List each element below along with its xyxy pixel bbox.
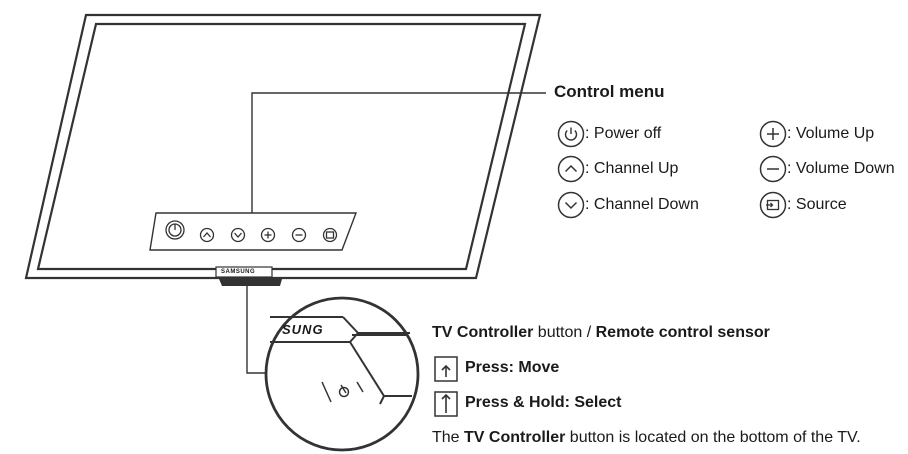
note-prefix: The [432, 429, 465, 446]
panel-source-icon [322, 227, 338, 243]
closeup-leader [246, 286, 268, 374]
legend-label-channel-up: : Channel Up [585, 160, 679, 177]
legend-label-volume-down: : Volume Down [787, 160, 895, 177]
channel-down-icon [557, 191, 585, 219]
tv-brand-label: SAMSUNG [221, 269, 256, 275]
panel-channel-down-icon [230, 227, 246, 243]
control-menu-title: Control menu [554, 82, 665, 101]
legend-label-power: : Power off [585, 125, 662, 142]
brand-tab [215, 266, 273, 278]
controller-heading: TV Controller button / Remote control se… [432, 323, 770, 343]
channel-up-icon [557, 155, 585, 183]
legend-label-volume-up: : Volume Up [787, 125, 875, 142]
controller-heading-mid: button / [533, 324, 596, 341]
legend-label-channel-down: : Channel Down [585, 196, 699, 213]
control-menu-leader [251, 92, 546, 213]
panel-channel-up-icon [199, 227, 215, 243]
panel-volume-down-icon [291, 227, 307, 243]
press-move-label: Press: Move [465, 359, 560, 376]
note-term: TV Controller [464, 429, 566, 446]
closeup-tv-corner [270, 316, 412, 405]
power-icon [557, 120, 585, 148]
tv-screen [36, 22, 527, 271]
controller-heading-sensor: Remote control sensor [595, 324, 770, 341]
legend-label-source: : Source [787, 196, 847, 213]
panel-volume-up-icon [260, 227, 276, 243]
closeup-circle [264, 296, 420, 452]
controller-location-note: The TV Controller button is located on t… [432, 428, 861, 448]
closeup-brand-label: SUNG [282, 322, 324, 337]
panel-power-icon [165, 220, 185, 240]
controller-heading-term: TV Controller [432, 324, 534, 341]
source-icon [759, 191, 787, 219]
sensor-block [219, 279, 282, 286]
volume-up-icon [759, 120, 787, 148]
press-hold-label: Press & Hold: Select [465, 394, 622, 411]
note-suffix: button is located on the bottom of the T… [565, 429, 861, 446]
press-hold-icon [434, 391, 458, 417]
press-move-icon [434, 356, 458, 382]
control-panel-outline [149, 212, 358, 251]
closeup-controller-button [321, 381, 364, 403]
volume-down-icon [759, 155, 787, 183]
